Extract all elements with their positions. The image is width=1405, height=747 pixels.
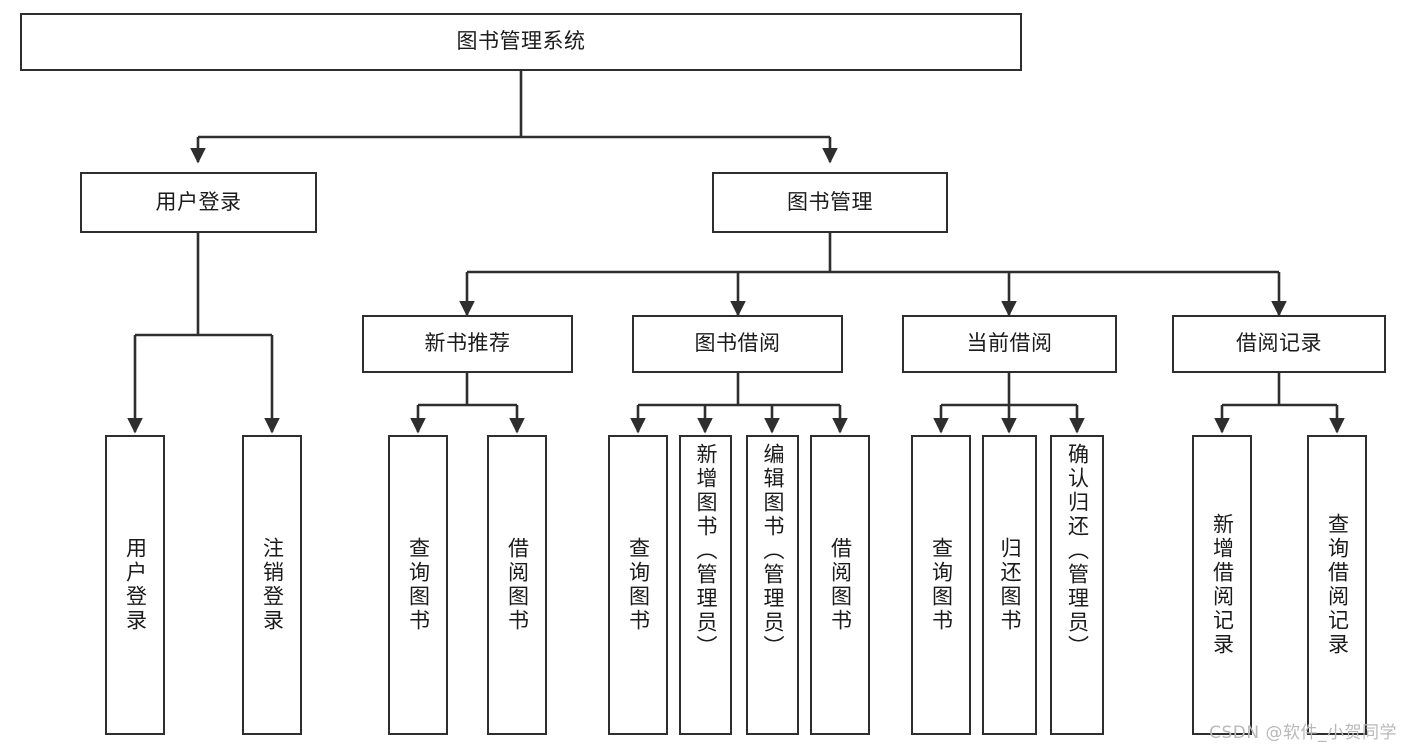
node-label: 新增借阅记录 [1210,513,1235,657]
leaf-borrow-book[interactable]: 借阅图书 [810,435,870,735]
node-label: 用户登录 [123,537,148,633]
node-label: 借阅图书 [505,537,530,633]
leaf-query-book-recommend[interactable]: 查询图书 [388,435,448,735]
node-label: 图书管理 [787,189,873,214]
node-label: 确认归还（管理员） [1065,443,1090,659]
leaf-query-book-current[interactable]: 查询图书 [911,435,971,735]
node-new-book-recommend[interactable]: 新书推荐 [362,315,573,373]
node-label: 注销登录 [260,537,285,633]
node-label: 查询借阅记录 [1325,513,1350,657]
leaf-user-login[interactable]: 用户登录 [105,435,165,735]
node-label: 用户登录 [155,189,242,214]
node-current-borrow[interactable]: 当前借阅 [902,315,1117,373]
node-user-login[interactable]: 用户登录 [80,172,317,233]
node-label: 借阅图书 [828,537,853,633]
node-borrow-record[interactable]: 借阅记录 [1172,315,1386,373]
leaf-return-book[interactable]: 归还图书 [982,435,1037,735]
leaf-query-book-borrow[interactable]: 查询图书 [608,435,668,735]
node-label: 新书推荐 [424,331,511,356]
node-label: 图书管理系统 [456,29,586,54]
node-label: 编辑图书（管理员） [761,443,785,659]
node-label: 查询图书 [929,537,954,633]
leaf-add-borrow-record[interactable]: 新增借阅记录 [1192,435,1252,735]
leaf-confirm-return-admin[interactable]: 确认归还（管理员） [1050,435,1104,735]
node-label: 查询图书 [626,537,651,633]
node-label: 借阅记录 [1236,331,1322,356]
node-label: 归还图书 [998,537,1022,633]
node-label: 图书借阅 [694,331,781,356]
node-root-system[interactable]: 图书管理系统 [20,13,1022,71]
node-book-management[interactable]: 图书管理 [712,172,948,233]
leaf-query-borrow-record[interactable]: 查询借阅记录 [1307,435,1367,735]
leaf-logout-login[interactable]: 注销登录 [242,435,302,735]
leaf-edit-book-admin[interactable]: 编辑图书（管理员） [746,435,799,735]
node-label: 查询图书 [406,537,431,633]
leaf-add-book-admin[interactable]: 新增图书（管理员） [679,435,732,735]
leaf-borrow-book-recommend[interactable]: 借阅图书 [487,435,547,735]
node-label: 当前借阅 [966,331,1053,356]
node-label: 新增图书（管理员） [694,443,718,659]
node-book-borrow[interactable]: 图书借阅 [632,315,843,373]
